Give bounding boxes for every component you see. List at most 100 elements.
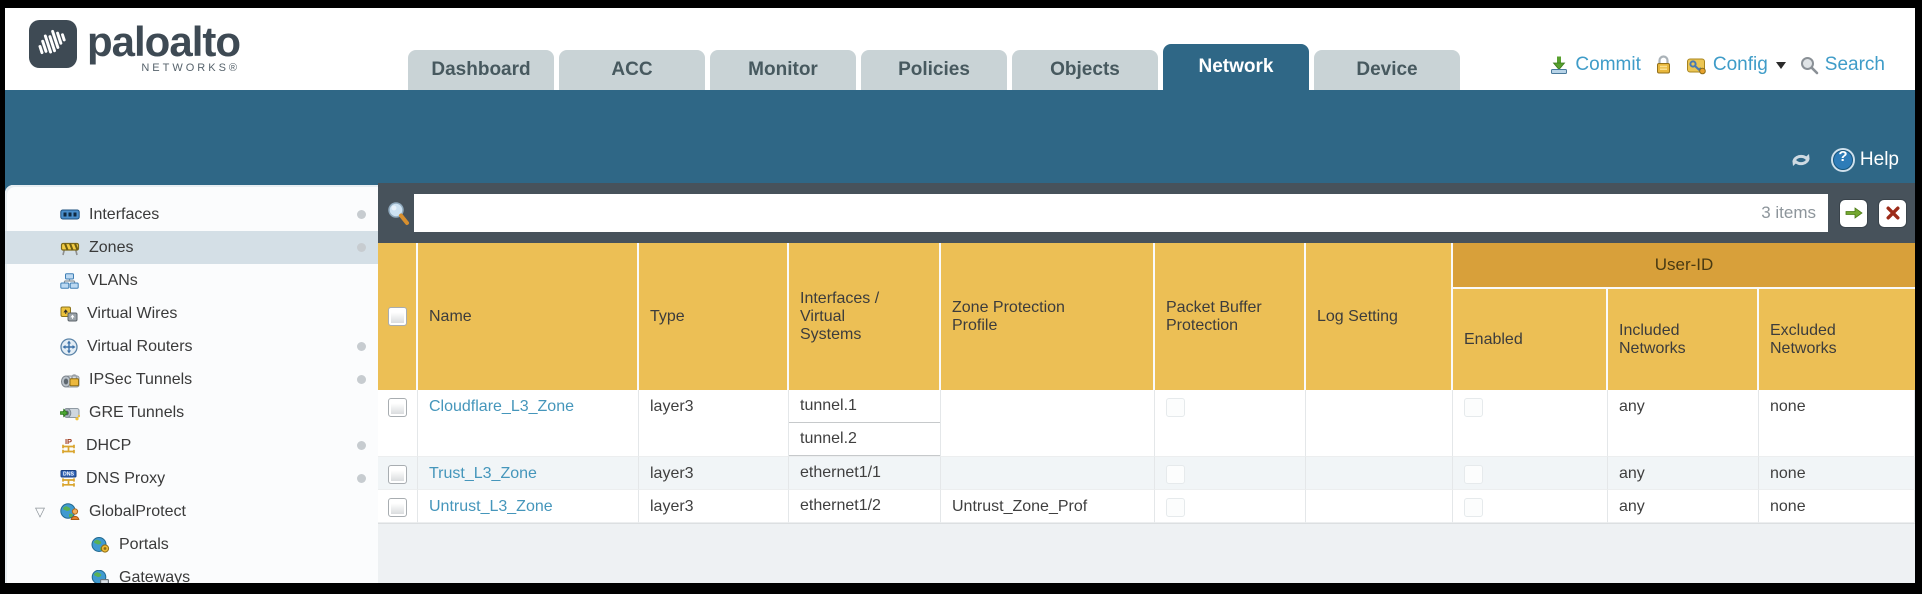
row-checkbox[interactable] — [388, 498, 407, 517]
zone-name-link[interactable]: Untrust_L3_Zone — [429, 498, 553, 515]
user-id-enabled-cell — [1453, 390, 1608, 457]
help-question-mark: ? — [1838, 148, 1848, 165]
sidebar-item-interfaces[interactable]: Interfaces — [5, 198, 378, 231]
commit-button[interactable]: Commit — [1549, 54, 1641, 76]
sidebar-item-label: GlobalProtect — [89, 502, 186, 520]
excluded-networks-cell: none — [1759, 490, 1915, 523]
interfaces-cell: ethernet1/1 — [789, 457, 941, 490]
sidebar-item-portals[interactable]: Portals — [5, 528, 378, 561]
clear-filter-button[interactable] — [1879, 199, 1906, 227]
column-header-type[interactable]: Type — [639, 243, 789, 390]
sidebar-item-label: Virtual Wires — [87, 304, 178, 322]
sidebar-item-label: Interfaces — [89, 205, 160, 223]
packet-buffer-protection-cell — [1155, 457, 1306, 490]
excluded-networks-cell: none — [1759, 457, 1915, 490]
zone-name-link[interactable]: Cloudflare_L3_Zone — [429, 398, 574, 415]
filter-field: 3 items — [414, 194, 1828, 232]
apply-filter-button[interactable] — [1840, 199, 1867, 227]
help-icon: ? — [1830, 147, 1856, 173]
app-window: paloalto NETWORKS® Dashboard ACC Monitor… — [5, 8, 1915, 583]
select-all-checkbox[interactable] — [387, 307, 407, 326]
expand-triangle-icon[interactable]: ▽ — [35, 504, 45, 519]
included-networks-cell: any — [1608, 457, 1759, 490]
help-button[interactable]: ? Help — [1830, 147, 1899, 173]
zone-name-cell: Trust_L3_Zone — [418, 457, 639, 490]
filter-input[interactable] — [414, 194, 1762, 232]
row-checkbox[interactable] — [388, 398, 407, 417]
sidebar-item-virtual-routers[interactable]: Virtual Routers — [5, 330, 378, 363]
filter-magnifier-icon — [388, 202, 409, 225]
sidebar-item-label: DHCP — [86, 436, 132, 454]
teal-banner: ? Help — [5, 90, 1915, 183]
column-header-excluded-networks[interactable]: Excluded Networks — [1759, 289, 1915, 390]
table-row: Trust_L3_Zone layer3 ethernet1/1 — [378, 457, 1915, 490]
column-header-name[interactable]: Name — [418, 243, 639, 390]
dhcp-icon: IP — [62, 437, 75, 453]
zone-name-link[interactable]: Trust_L3_Zone — [429, 465, 537, 482]
included-networks-cell: any — [1608, 490, 1759, 523]
tab-dashboard[interactable]: Dashboard — [408, 50, 554, 90]
sidebar-item-dns-proxy[interactable]: DNS DNS Proxy — [5, 462, 378, 495]
network-sidebar: Interfaces Zones — [5, 185, 378, 583]
row-checkbox-cell — [378, 390, 418, 457]
table-empty-area — [378, 523, 1915, 583]
sidebar-item-gateways[interactable]: Gateways — [5, 561, 378, 583]
status-dot — [357, 243, 366, 252]
svg-text:IP: IP — [65, 437, 72, 446]
zone-type-cell: layer3 — [639, 490, 789, 523]
sidebar-item-label: DNS Proxy — [86, 469, 166, 487]
svg-text:DNS: DNS — [63, 471, 74, 477]
status-dot — [357, 210, 366, 219]
interface-value: tunnel.1 — [789, 390, 940, 423]
column-header-packet-buffer-protection[interactable]: Packet Buffer Protection — [1155, 243, 1306, 390]
tab-policies[interactable]: Policies — [861, 50, 1007, 90]
tab-network[interactable]: Network — [1163, 44, 1309, 90]
column-header-log-setting[interactable]: Log Setting — [1306, 243, 1453, 390]
column-header-enabled[interactable]: Enabled — [1453, 289, 1608, 390]
search-icon — [1800, 56, 1819, 74]
refresh-icon[interactable] — [1788, 149, 1814, 171]
tab-device[interactable]: Device — [1314, 50, 1460, 90]
status-dot — [357, 342, 366, 351]
sidebar-item-virtual-wires[interactable]: Virtual Wires — [5, 297, 378, 330]
tab-objects[interactable]: Objects — [1012, 50, 1158, 90]
column-header-zone-protection-profile[interactable]: Zone Protection Profile — [941, 243, 1155, 390]
status-dot — [357, 375, 366, 384]
header-actions: Commit Config — [1549, 54, 1885, 76]
lock-icon[interactable] — [1655, 55, 1672, 75]
packet-buffer-checkbox — [1166, 398, 1185, 417]
row-checkbox[interactable] — [388, 465, 407, 484]
user-id-enabled-checkbox — [1464, 498, 1483, 517]
config-menu-button[interactable]: Config — [1686, 54, 1786, 76]
log-setting-cell — [1306, 457, 1453, 490]
commit-icon — [1551, 56, 1568, 74]
red-x-icon — [1886, 206, 1899, 220]
sidebar-item-zones[interactable]: Zones — [5, 231, 378, 264]
main-panel: 3 items — [378, 183, 1915, 583]
top-header: paloalto NETWORKS® Dashboard ACC Monitor… — [5, 8, 1915, 90]
column-header-included-networks[interactable]: Included Networks — [1608, 289, 1759, 390]
portals-icon — [91, 536, 110, 553]
interfaces-cell: ethernet1/2 — [789, 490, 941, 523]
sidebar-item-ipsec-tunnels[interactable]: IPSec Tunnels — [5, 363, 378, 396]
tab-monitor[interactable]: Monitor — [710, 50, 856, 90]
log-setting-cell — [1306, 390, 1453, 457]
zone-name-cell: Cloudflare_L3_Zone — [418, 390, 639, 457]
sidebar-item-dhcp[interactable]: IP DHCP — [5, 429, 378, 462]
global-search-button[interactable]: Search — [1800, 54, 1885, 76]
sidebar-item-gre-tunnels[interactable]: GRE Tunnels — [5, 396, 378, 429]
paloalto-logo-icon — [29, 20, 77, 68]
vlans-icon — [60, 272, 79, 289]
chevron-down-icon — [1775, 61, 1786, 69]
zone-type-cell: layer3 — [639, 457, 789, 490]
interfaces-cell: tunnel.1 tunnel.2 — [789, 390, 941, 457]
globalprotect-icon — [60, 503, 80, 520]
column-header-interfaces[interactable]: Interfaces / Virtual Systems — [789, 243, 941, 390]
tab-acc[interactable]: ACC — [559, 50, 705, 90]
sidebar-item-label: Portals — [119, 535, 169, 553]
sidebar-item-globalprotect[interactable]: ▽ GlobalProtect — [5, 495, 378, 528]
select-all-cell — [378, 243, 418, 390]
brand-subtitle: NETWORKS® — [141, 62, 241, 74]
packet-buffer-checkbox — [1166, 498, 1185, 517]
sidebar-item-vlans[interactable]: VLANs — [5, 264, 378, 297]
